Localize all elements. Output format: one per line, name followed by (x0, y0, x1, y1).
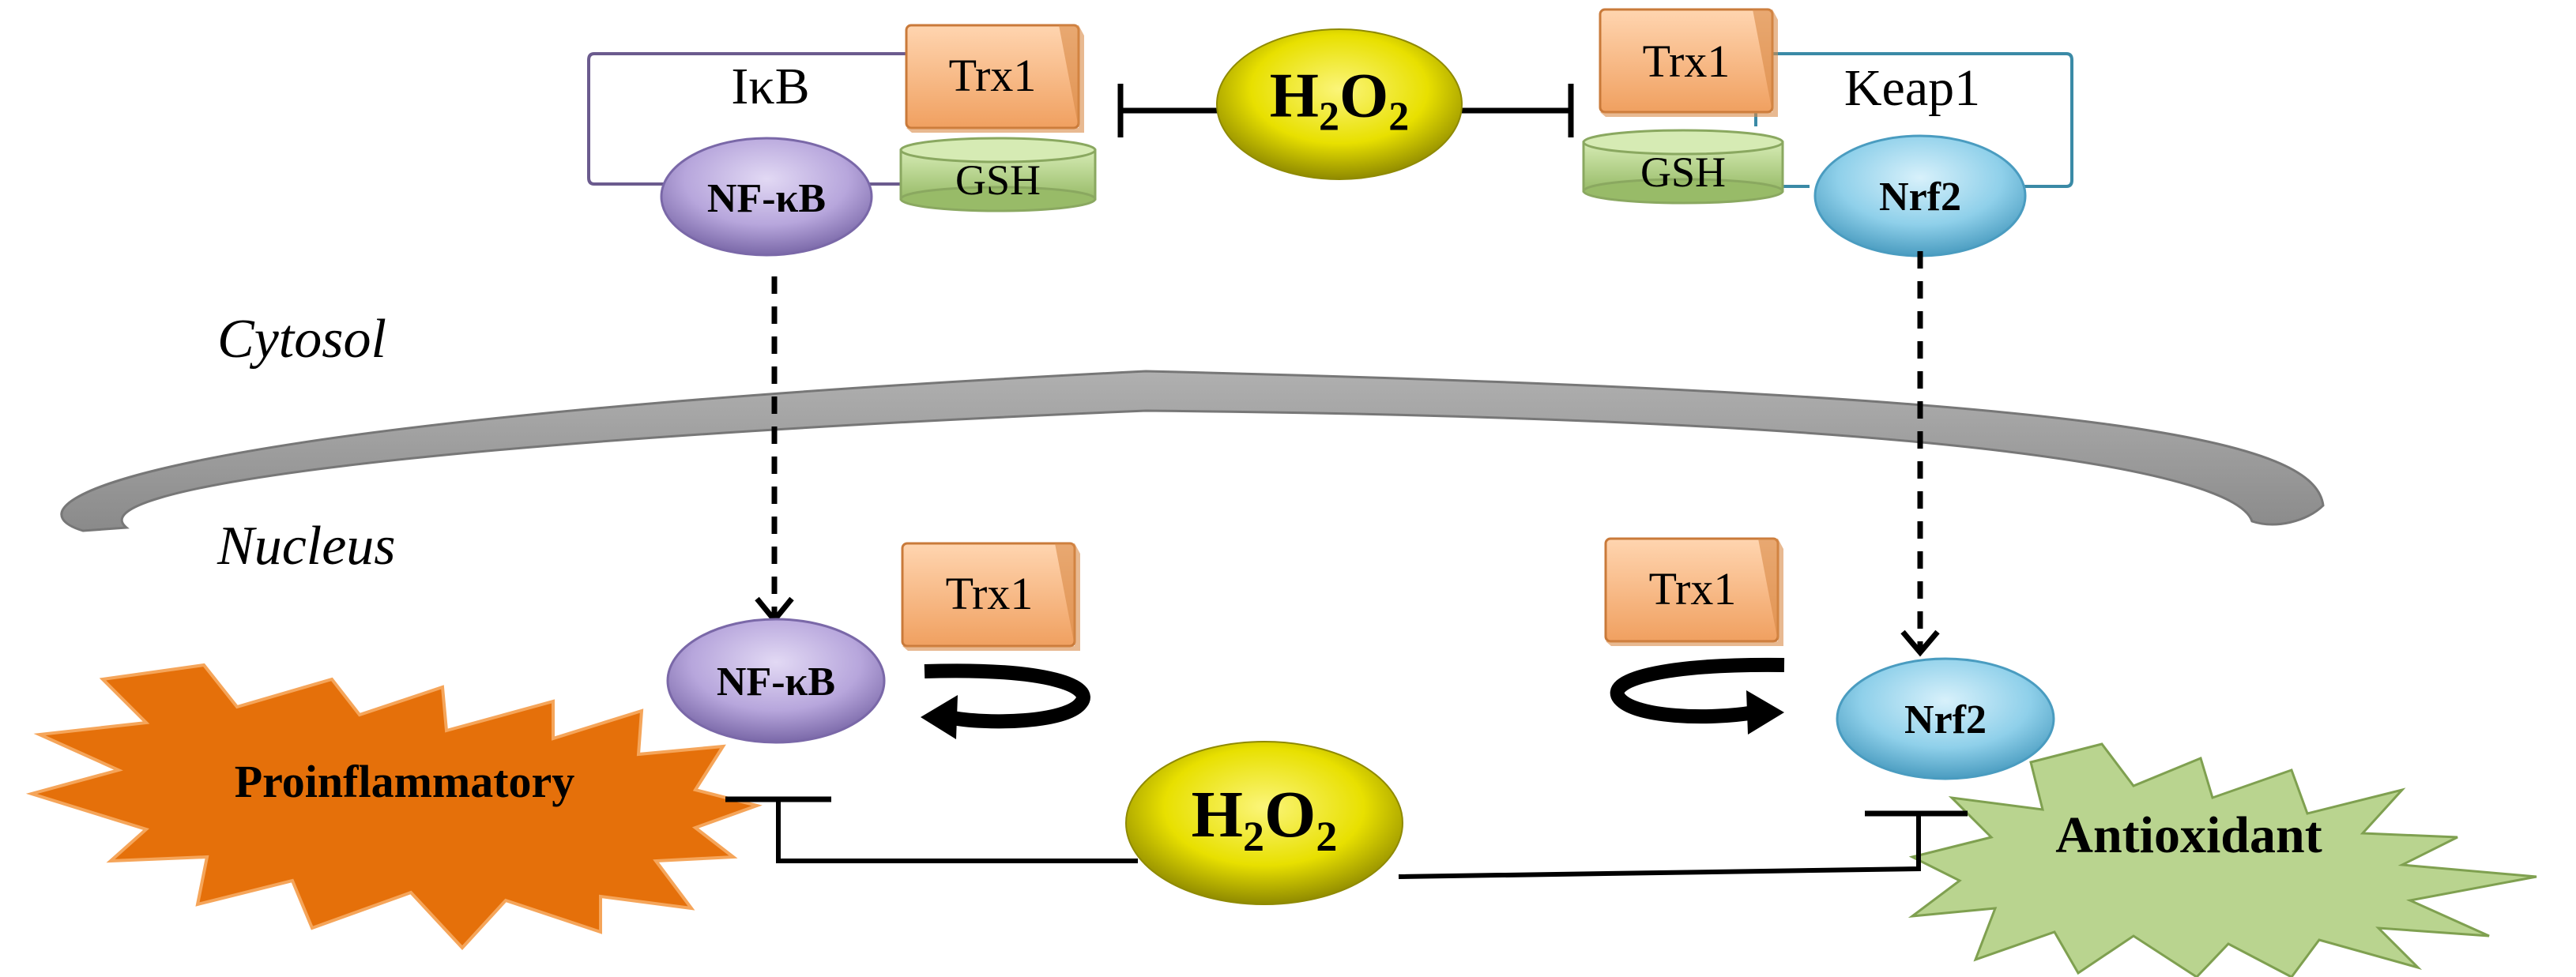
nucleus-label: Nucleus (217, 516, 396, 577)
trx1-label-top-right: Trx1 (1642, 36, 1731, 87)
nfkb-ellipse-nucleus (666, 618, 886, 744)
gsh-cylinder-top-left (899, 137, 1097, 212)
proinflammatory-burst (25, 663, 763, 950)
h2o2-label-bottom: H2O2 (1191, 778, 1338, 860)
nrf2-translocation-arrowhead (1900, 629, 1940, 657)
gsh-label-top-left: GSH (955, 156, 1041, 204)
h2o2-label-top: H2O2 (1269, 61, 1410, 140)
nrf2-label-nucleus: Nrf2 (1904, 697, 1987, 742)
trx1-label-nucleus-right: Trx1 (1648, 563, 1737, 614)
trx1-curved-arrow-left-head (921, 695, 958, 739)
cytosol-label: Cytosol (217, 309, 386, 370)
inhibit-line-antioxidant (1398, 814, 1921, 879)
antioxidant-label: Antioxidant (2055, 806, 2322, 864)
nfkb-label-cytosol: NF-κB (706, 176, 827, 221)
h2o2-ellipse-top (1216, 28, 1463, 180)
trx1-curved-arrow-right (1610, 657, 1785, 724)
nfkb-label-nucleus: NF-κB (716, 659, 836, 705)
keap1-bracket (1762, 52, 2073, 188)
trx1-box-nucleus-left (901, 542, 1080, 651)
ikb-bracket (587, 52, 909, 186)
h2o2-ellipse-bottom (1125, 741, 1403, 905)
inhibit-line-proinflammatory (776, 799, 1138, 863)
nuclear-membrane (60, 370, 2325, 532)
gsh-cylinder-top-right (1582, 129, 1784, 205)
trx1-label-nucleus-left: Trx1 (945, 568, 1034, 619)
trx1-box-nucleus-right (1604, 537, 1783, 646)
nrf2-label-cytosol: Nrf2 (1879, 175, 1961, 220)
trx1-curved-arrow-left (924, 663, 1090, 729)
keap1-label: Keap1 (1843, 59, 1981, 117)
ikb-label: IκB (731, 58, 810, 115)
trx1-box-top-right (1599, 8, 1778, 117)
trx1-label-top-left: Trx1 (948, 50, 1037, 101)
proinflammatory-label: Proinflammatory (234, 756, 575, 807)
nfkb-ellipse-cytosol (660, 137, 873, 257)
trx1-box-top-left (905, 24, 1084, 133)
nrf2-ellipse-nucleus (1836, 657, 2055, 780)
trx1-curved-arrow-right-head (1746, 690, 1784, 735)
gsh-label-top-right: GSH (1640, 148, 1727, 196)
